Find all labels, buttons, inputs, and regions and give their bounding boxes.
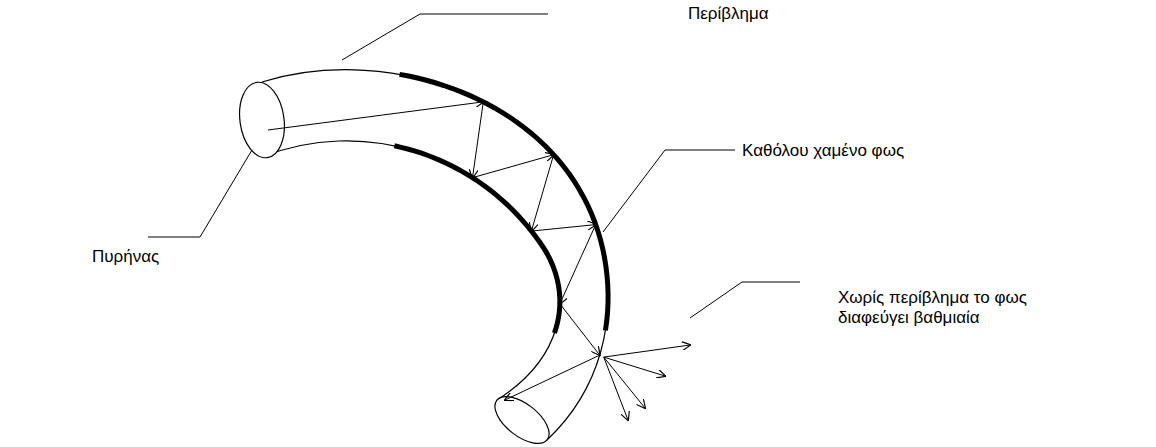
cladding [394,74,608,333]
light-ray [473,102,484,178]
cladding-band [394,146,559,333]
light-ray [268,102,483,130]
fiber-end-top [235,79,289,160]
leader-line [148,150,252,237]
light-ray [560,304,600,355]
light-ray [505,355,600,400]
light-ray [531,225,595,231]
part-label: Χωρίς περίβλημα το φως διαφεύγει βαθμιαί… [838,288,1053,329]
light-ray [604,357,645,408]
part-label: Περίβλημα [688,4,769,24]
light-rays [268,102,690,420]
leader-line [342,14,548,60]
leader-line [690,282,800,318]
light-ray [560,225,596,304]
part-label: Πυρήνας [92,247,159,267]
leader-line [603,150,735,232]
fiber-end-bottom [487,388,557,447]
light-ray [531,155,553,231]
light-ray [604,345,690,357]
light-ray [604,357,665,376]
light-ray [604,357,628,420]
fiber-outer-edge [262,70,608,440]
part-label: Καθόλου χαμένο φως [742,141,904,161]
light-ray [473,155,554,178]
fiber-inner-edge [262,141,560,400]
leader-lines [148,14,800,318]
